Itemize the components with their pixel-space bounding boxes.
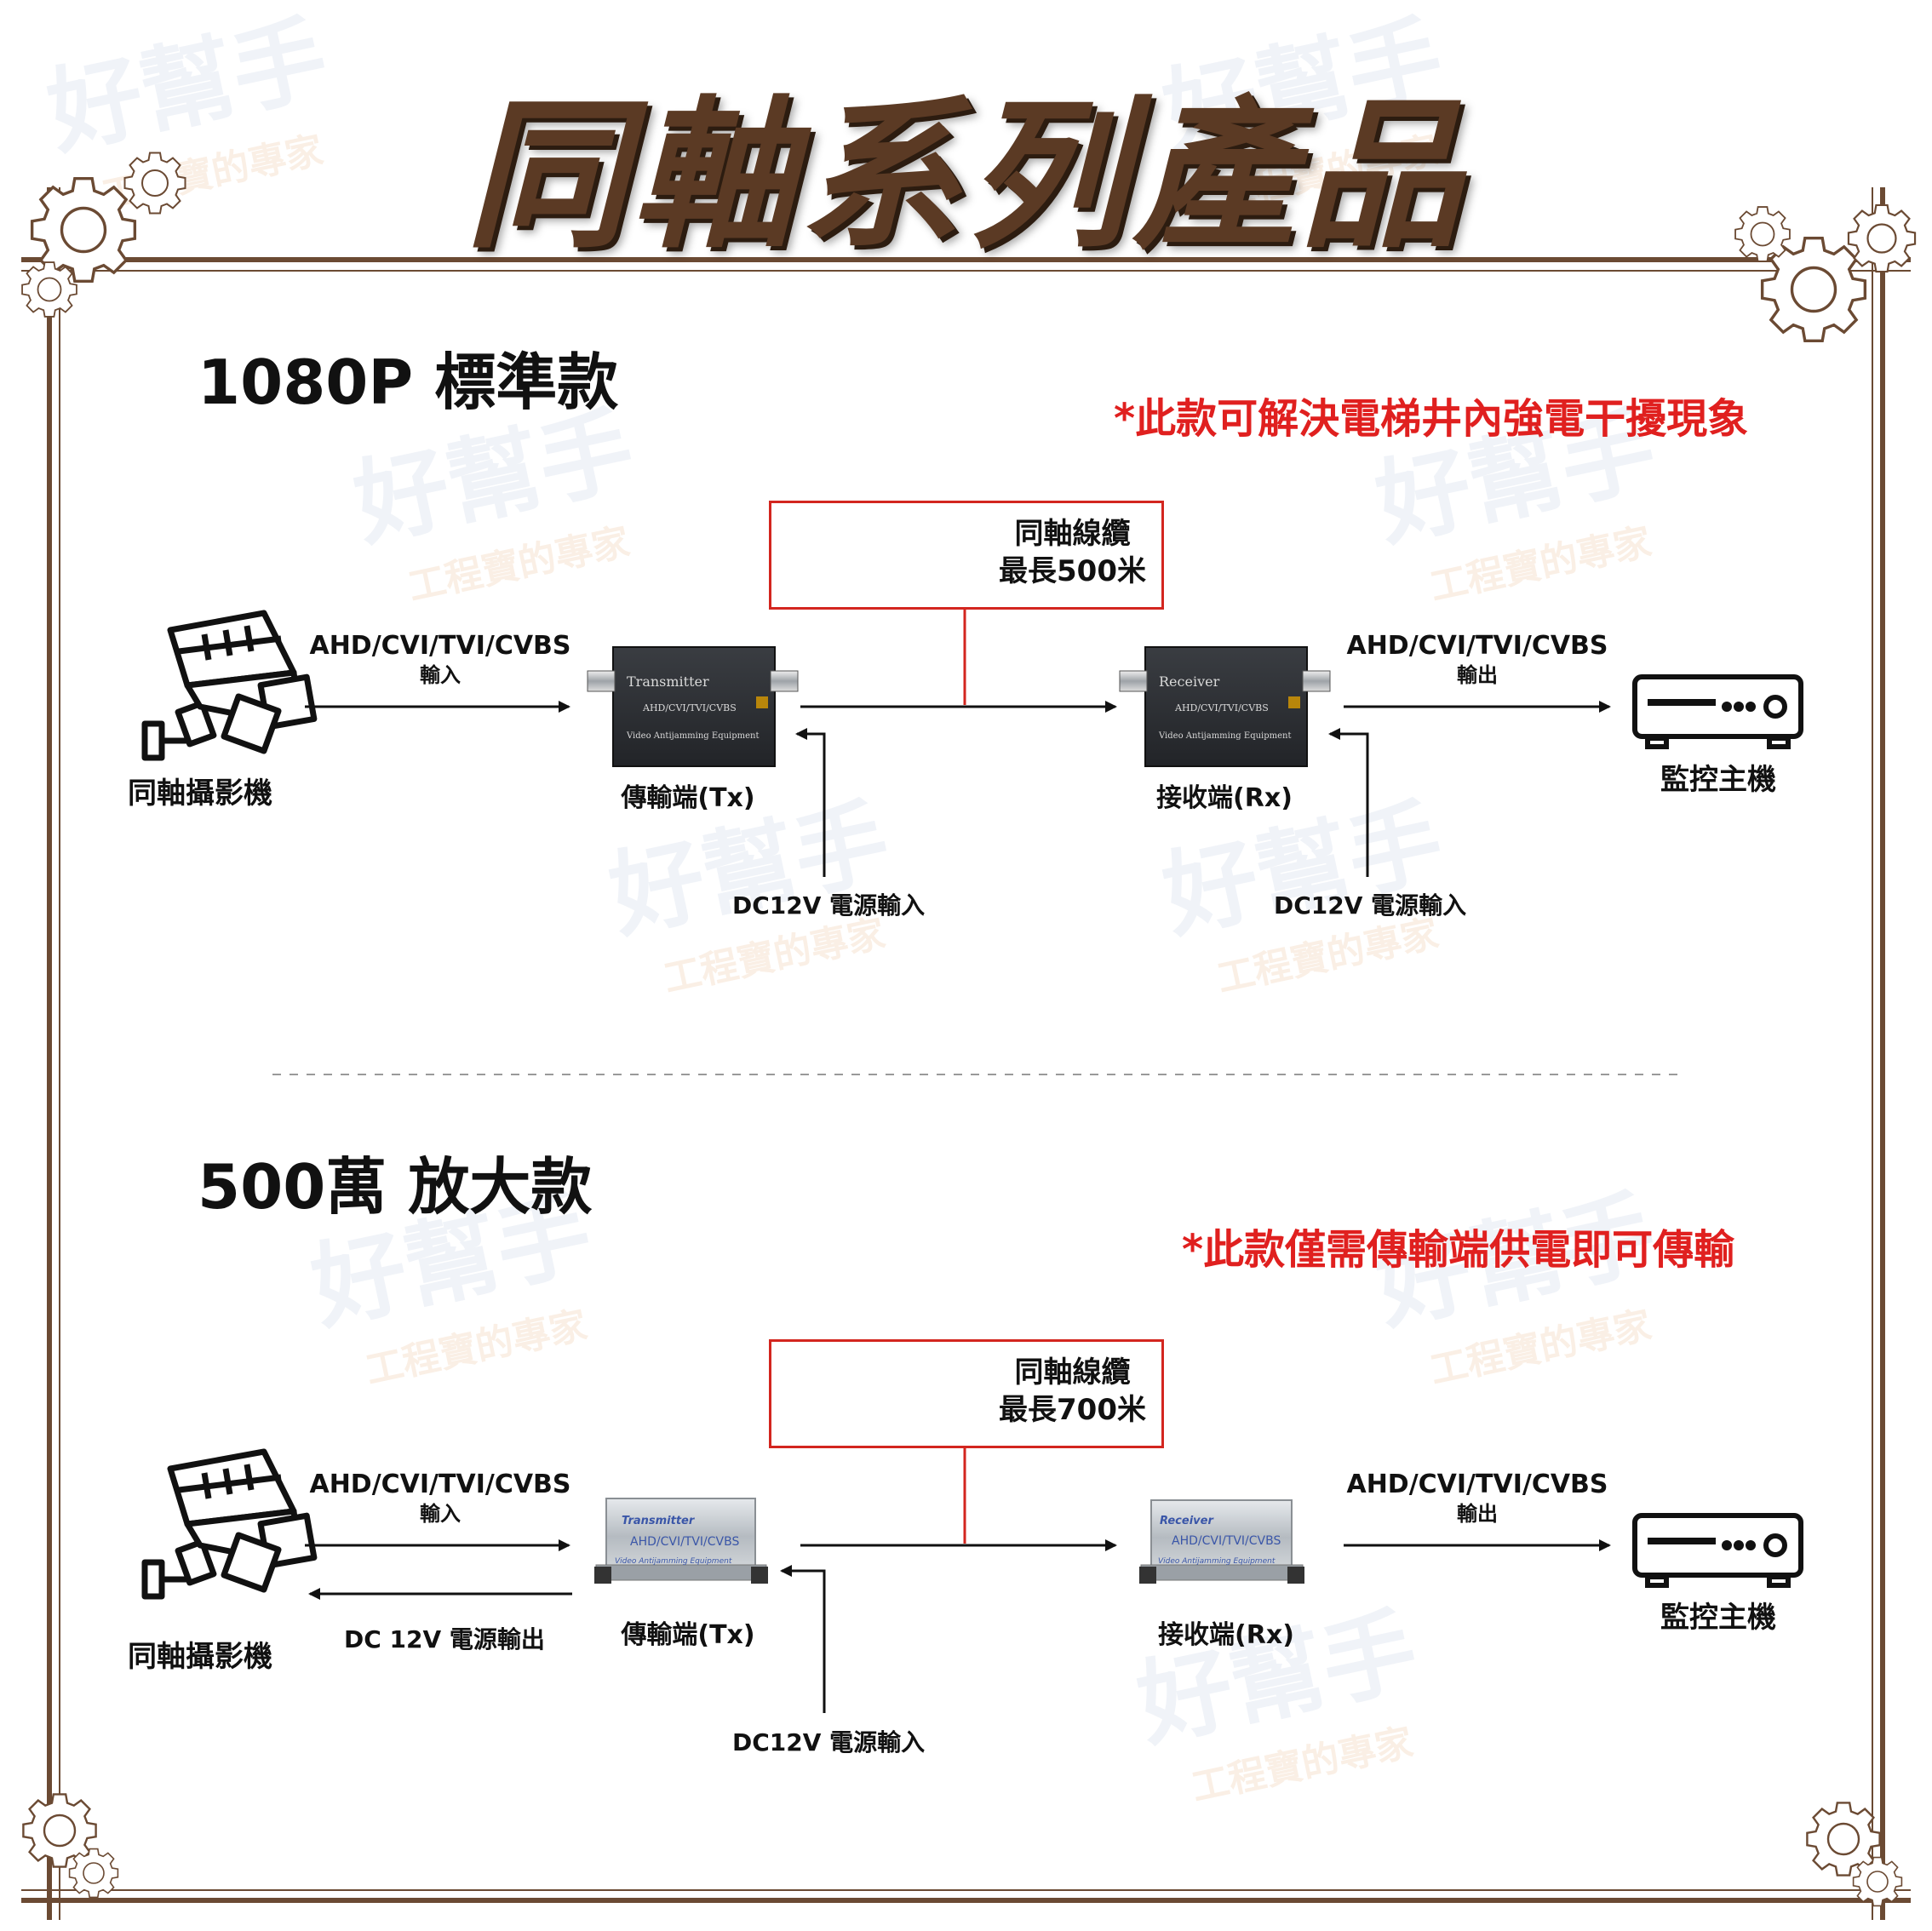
rx-device-line1: Receiver <box>1159 673 1220 690</box>
cable-callout-box: 同軸線纜 最長500米 <box>769 501 1164 610</box>
tx-device-line3: Video Antijamming Equipment <box>615 1557 732 1566</box>
input-signal-label: AHD/CVI/TVI/CVBS 輸入 <box>309 1470 570 1528</box>
input-signal-formats: AHD/CVI/TVI/CVBS <box>309 631 571 661</box>
receiver-device-image: Receiver AHD/CVI/TVI/CVBS Video Antijamm… <box>1139 1499 1304 1584</box>
rx-device-line3: Video Antijamming Equipment <box>1158 731 1292 741</box>
page-title: 同軸系列產品 <box>465 82 1467 270</box>
output-signal-direction: 輸出 <box>1456 1502 1498 1526</box>
output-signal-label: AHD/CVI/TVI/CVBS 輸出 <box>1346 1470 1608 1528</box>
tx-power-input-label: DC12V 電源輸入 <box>732 891 926 920</box>
cctv-camera-icon <box>141 1448 318 1600</box>
section-note-5mp: *此款僅需傳輸端供電即可傳輸 <box>1182 1226 1735 1274</box>
tx-label: 傳輸端(Tx) <box>621 783 755 813</box>
input-signal-label: AHD/CVI/TVI/CVBS 輸入 <box>309 632 570 690</box>
output-signal-formats: AHD/CVI/TVI/CVBS <box>1346 631 1608 661</box>
camera-label: 同軸攝影機 <box>128 776 272 811</box>
tx-device-line1: Transmitter <box>627 673 709 690</box>
decorative-frame <box>21 187 1911 1920</box>
signal-lines <box>305 1539 1611 1713</box>
output-signal-label: AHD/CVI/TVI/CVBS 輸出 <box>1346 632 1608 690</box>
camera-power-output-label: DC 12V 電源輸出 <box>344 1625 545 1653</box>
rx-device-line3: Video Antijamming Equipment <box>1158 1557 1276 1566</box>
camera-label: 同軸攝影機 <box>128 1640 272 1674</box>
dvr-label: 監控主機 <box>1660 763 1776 797</box>
dvr-recorder-icon <box>1632 1513 1803 1588</box>
tx-device-line2: AHD/CVI/TVI/CVBS <box>642 702 737 713</box>
tx-power-input-label: DC12V 電源輸入 <box>732 1728 926 1756</box>
gear-icon <box>1852 1856 1903 1907</box>
tx-device-line1: Transmitter <box>622 1515 696 1527</box>
cable-callout-box: 同軸線纜 最長700米 <box>769 1339 1164 1448</box>
cable-max-length: 最長500米 <box>999 554 1146 588</box>
receiver-device-image: Receiver AHD/CVI/TVI/CVBS Video Antijamm… <box>1119 646 1331 767</box>
rx-device-line2: AHD/CVI/TVI/CVBS <box>1174 702 1269 713</box>
section-title-1080p: 1080P 標準款 <box>198 347 619 418</box>
rx-device-line1: Receiver <box>1160 1515 1214 1527</box>
input-signal-formats: AHD/CVI/TVI/CVBS <box>309 1470 571 1499</box>
cable-label: 同軸線纜 <box>1014 1355 1131 1390</box>
rx-device-line2: AHD/CVI/TVI/CVBS <box>1172 1534 1281 1548</box>
cable-label: 同軸線纜 <box>1014 517 1131 551</box>
gear-icon <box>68 1848 119 1899</box>
cctv-camera-icon <box>141 610 318 761</box>
rx-power-input-label: DC12V 電源輸入 <box>1274 891 1467 920</box>
cable-max-length: 最長700米 <box>999 1393 1146 1427</box>
input-signal-direction: 輸入 <box>419 663 461 687</box>
tx-device-line3: Video Antijamming Equipment <box>626 731 760 741</box>
transmitter-device-image: Transmitter AHD/CVI/TVI/CVBS Video Antij… <box>594 1498 768 1584</box>
transmitter-device-image: Transmitter AHD/CVI/TVI/CVBS Video Antij… <box>587 646 799 767</box>
rx-label: 接收端(Rx) <box>1156 783 1293 813</box>
signal-lines <box>305 701 1611 877</box>
rx-label: 接收端(Rx) <box>1158 1620 1294 1650</box>
tx-label: 傳輸端(Tx) <box>621 1620 755 1650</box>
section-note-1080p: *此款可解決電梯井內強電干擾現象 <box>1114 395 1749 443</box>
tx-device-line2: AHD/CVI/TVI/CVBS <box>630 1535 739 1549</box>
dvr-label: 監控主機 <box>1660 1601 1776 1635</box>
output-signal-formats: AHD/CVI/TVI/CVBS <box>1346 1470 1608 1499</box>
section-title-5mp: 500萬 放大款 <box>198 1151 593 1223</box>
input-signal-direction: 輸入 <box>419 1502 461 1526</box>
output-signal-direction: 輸出 <box>1456 663 1498 687</box>
dvr-recorder-icon <box>1632 674 1803 749</box>
